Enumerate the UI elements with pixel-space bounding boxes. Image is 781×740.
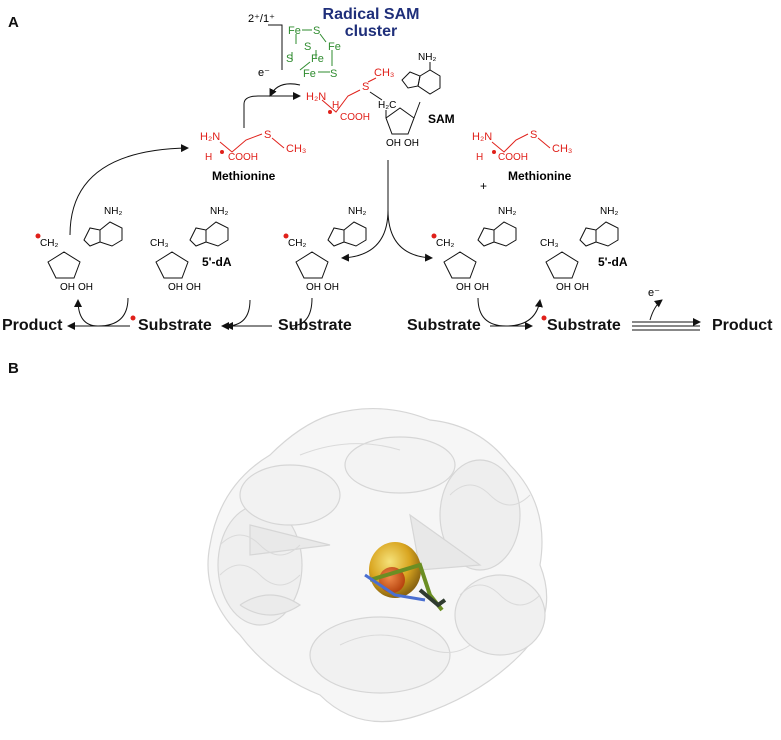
sam-oh-1: OH: [386, 138, 401, 149]
rad2-ch2: CH₂: [288, 238, 306, 249]
cluster-title: Radical SAM cluster: [316, 6, 426, 40]
radical-dot-substrate-left: [130, 315, 136, 321]
sam-h2n: H₂N: [306, 91, 326, 103]
dA-left-oh-2: OH: [186, 282, 201, 293]
cluster-charge: 2⁺/1⁺: [248, 13, 275, 25]
rad1-oh-2: OH: [78, 282, 93, 293]
substrate-left-label: Substrate: [278, 317, 352, 334]
electron-label-right: e⁻: [648, 287, 660, 299]
met-right-h: H: [476, 152, 483, 163]
adenosyl-radical-1: CH₂ NH₂ OH OH: [35, 206, 123, 293]
dA-right-oh-1: OH: [556, 282, 571, 293]
met-right-h2n: H₂N: [472, 131, 492, 143]
electron-label-top: e⁻: [258, 67, 270, 79]
sam-split-right-arrow: [387, 209, 433, 262]
sam-s: S: [362, 81, 369, 93]
substrate-right-label: Substrate: [407, 317, 481, 334]
cluster-atom-4: S: [304, 41, 311, 53]
methionine-right: H₂N H COOH S CH₃ + Methionine: [472, 129, 572, 193]
sam-molecule: H₂N H COOH S CH₃ H₂C OH OH NH₂ SAM: [306, 52, 455, 149]
rad2-oh-1: OH: [306, 282, 321, 293]
curve-to-dA-left: [225, 299, 251, 330]
cluster-atom-8: S: [330, 68, 337, 80]
substrate-radical-right-label: Substrate: [547, 317, 621, 334]
dA-left: CH₃ NH₂ OH OH 5'-dA: [150, 206, 232, 293]
met-left-cooh: COOH: [228, 152, 258, 163]
sam-ribose: [385, 101, 421, 135]
methionine-left-label: Methionine: [212, 169, 276, 183]
dA-right-ch3: CH₃: [540, 238, 559, 249]
dA-right: CH₃ NH₂ OH OH 5'-dA: [540, 206, 628, 293]
electron-release-arrow-right: [649, 299, 663, 321]
panel-label-a: A: [8, 14, 19, 31]
cluster-atom-3: Fe: [328, 41, 341, 53]
cluster-atom-7: Fe: [303, 68, 316, 80]
rad2-oh-2: OH: [324, 282, 339, 293]
dA-right-oh-2: OH: [574, 282, 589, 293]
sam-oh-2: OH: [404, 138, 419, 149]
dA-right-label: 5'-dA: [598, 255, 628, 269]
sam-adenine: [401, 62, 441, 95]
curve-radical1-up: [74, 299, 99, 327]
sam-h2c: H₂C: [378, 100, 396, 111]
cluster-atom-2: S: [313, 25, 320, 37]
cluster-atom-5: Fe: [311, 53, 324, 65]
fe-s-cluster: 2⁺/1⁺ Fe S Fe S Fe S Fe S: [248, 13, 341, 80]
sam-cooh: COOH: [340, 112, 370, 123]
methionine-to-sam-arrow: [243, 92, 301, 128]
electron-release-arrow: [269, 83, 301, 97]
met-right-s: S: [530, 129, 537, 141]
dA-left-label: 5'-dA: [202, 255, 232, 269]
sam-h: H: [332, 100, 339, 111]
cluster-title-line2: cluster: [344, 23, 398, 40]
rad3-oh-1: OH: [456, 282, 471, 293]
rad3-nh2: NH₂: [498, 206, 516, 217]
rad1-oh-1: OH: [60, 282, 75, 293]
sam-ch3: CH₃: [374, 67, 394, 79]
methionine-right-label: Methionine: [508, 169, 572, 183]
substrate-radical-left-label: Substrate: [138, 317, 212, 334]
sam-nh2: NH₂: [418, 52, 436, 63]
dA-left-oh-1: OH: [168, 282, 183, 293]
rad3-oh-2: OH: [474, 282, 489, 293]
met-left-ch3: CH₃: [286, 143, 306, 155]
radical-dot-substrate-right: [541, 315, 547, 321]
met-right-ch3: CH₃: [552, 143, 572, 155]
reaction-scheme: 2⁺/1⁺ Fe S Fe S Fe S Fe S e⁻ H₂N H: [35, 13, 701, 331]
protein-structure-image: [207, 407, 548, 723]
panel-label-b: B: [8, 360, 19, 377]
dA-left-ch3: CH₃: [150, 238, 169, 249]
met-left-s: S: [264, 129, 271, 141]
adenosyl-radical-2: CH₂ NH₂ OH OH: [283, 206, 367, 293]
product-left-label: Product: [2, 317, 63, 334]
plus-sign: +: [480, 179, 487, 193]
curve-radical3-down: [477, 297, 507, 327]
product-right-label: Product: [712, 317, 773, 334]
rad1-ch2: CH₂: [40, 238, 58, 249]
sam-label: SAM: [428, 112, 455, 126]
curve-radical1-down: [97, 297, 129, 327]
rad3-ch2: CH₂: [436, 238, 454, 249]
cluster-atom-1: Fe: [288, 25, 301, 37]
cluster-bracket: [268, 24, 283, 70]
curve-radical2-down: [289, 297, 313, 327]
cluster-title-line1: Radical SAM: [322, 6, 420, 23]
rad2-nh2: NH₂: [348, 206, 366, 217]
met-right-cooh: COOH: [498, 152, 528, 163]
adenosyl-radical-3: CH₂ NH₂ OH OH: [431, 206, 517, 293]
dA-right-nh2: NH₂: [600, 206, 618, 217]
cluster-atom-6: S: [286, 53, 293, 65]
multistep-arrow: [632, 318, 701, 331]
methionine-left: H₂N H COOH S CH₃ Methionine: [200, 129, 306, 183]
methionine-release-arrow: [69, 144, 189, 236]
dA-left-nh2: NH₂: [210, 206, 228, 217]
ligand-cluster: [364, 542, 447, 612]
curve-to-dA-right: [505, 299, 543, 327]
met-left-h: H: [205, 152, 212, 163]
met-left-h2n: H₂N: [200, 131, 220, 143]
rad1-nh2: NH₂: [104, 206, 122, 217]
